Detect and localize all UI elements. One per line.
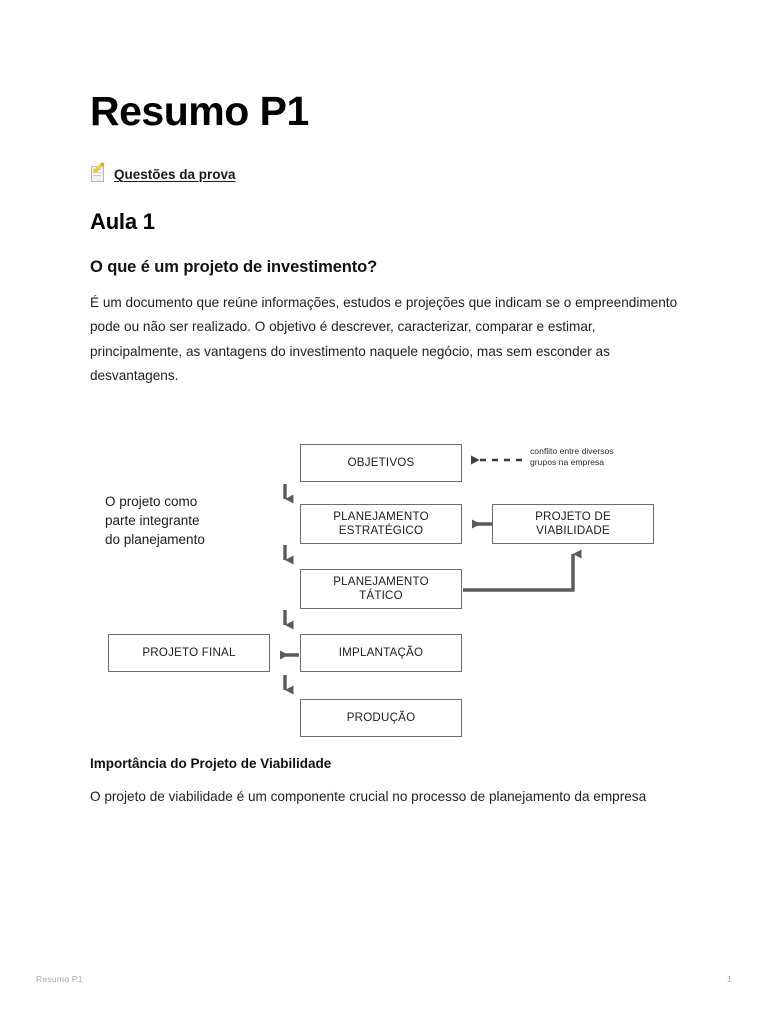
diagram-box-implantacao: IMPLANTAÇÃO xyxy=(300,633,462,672)
diagram-box-objetivos: OBJETIVOS xyxy=(300,443,462,482)
memo-icon xyxy=(90,161,107,183)
diagram-box-planejamento-estrategico: PLANEJAMENTO ESTRATÉGICO xyxy=(300,503,462,544)
planning-flow-diagram: O projeto como parte integrante do plane… xyxy=(90,426,678,756)
questoes-link-row[interactable]: Questões da prova xyxy=(90,161,678,183)
diagram-box-projeto-final: PROJETO FINAL xyxy=(108,633,270,672)
closing-heading: Importância do Projeto de Viabilidade xyxy=(90,755,332,771)
diagram-box-projeto-viabilidade: PROJETO DE VIABILIDADE xyxy=(492,503,654,544)
diagram-caption: O projeto como parte integrante do plane… xyxy=(105,493,205,548)
diagram-connectors xyxy=(280,455,582,695)
diagram-box-producao: PRODUÇÃO xyxy=(300,698,462,737)
page-title: Resumo P1 xyxy=(90,88,309,134)
section-paragraph: É um documento que reúne informações, es… xyxy=(90,295,678,383)
section-subheading: O que é um projeto de investimento? xyxy=(90,258,378,277)
section-heading-aula: Aula 1 xyxy=(90,209,155,235)
questoes-da-prova-link[interactable]: Questões da prova xyxy=(114,167,236,183)
diagram-annotation-conflito: conflito entre diversos grupos na empres… xyxy=(530,445,614,467)
footer-page-number: 1 xyxy=(727,974,732,984)
document-content: Resumo P1 Questões da prova Aula 1 O que… xyxy=(90,0,678,809)
closing-paragraph: O projeto de viabilidade é um componente… xyxy=(90,788,647,804)
footer-document-name: Resumo P1 xyxy=(36,974,83,984)
diagram-box-planejamento-tatico: PLANEJAMENTO TÁTICO xyxy=(300,568,462,609)
page-footer: Resumo P1 1 xyxy=(36,974,732,984)
